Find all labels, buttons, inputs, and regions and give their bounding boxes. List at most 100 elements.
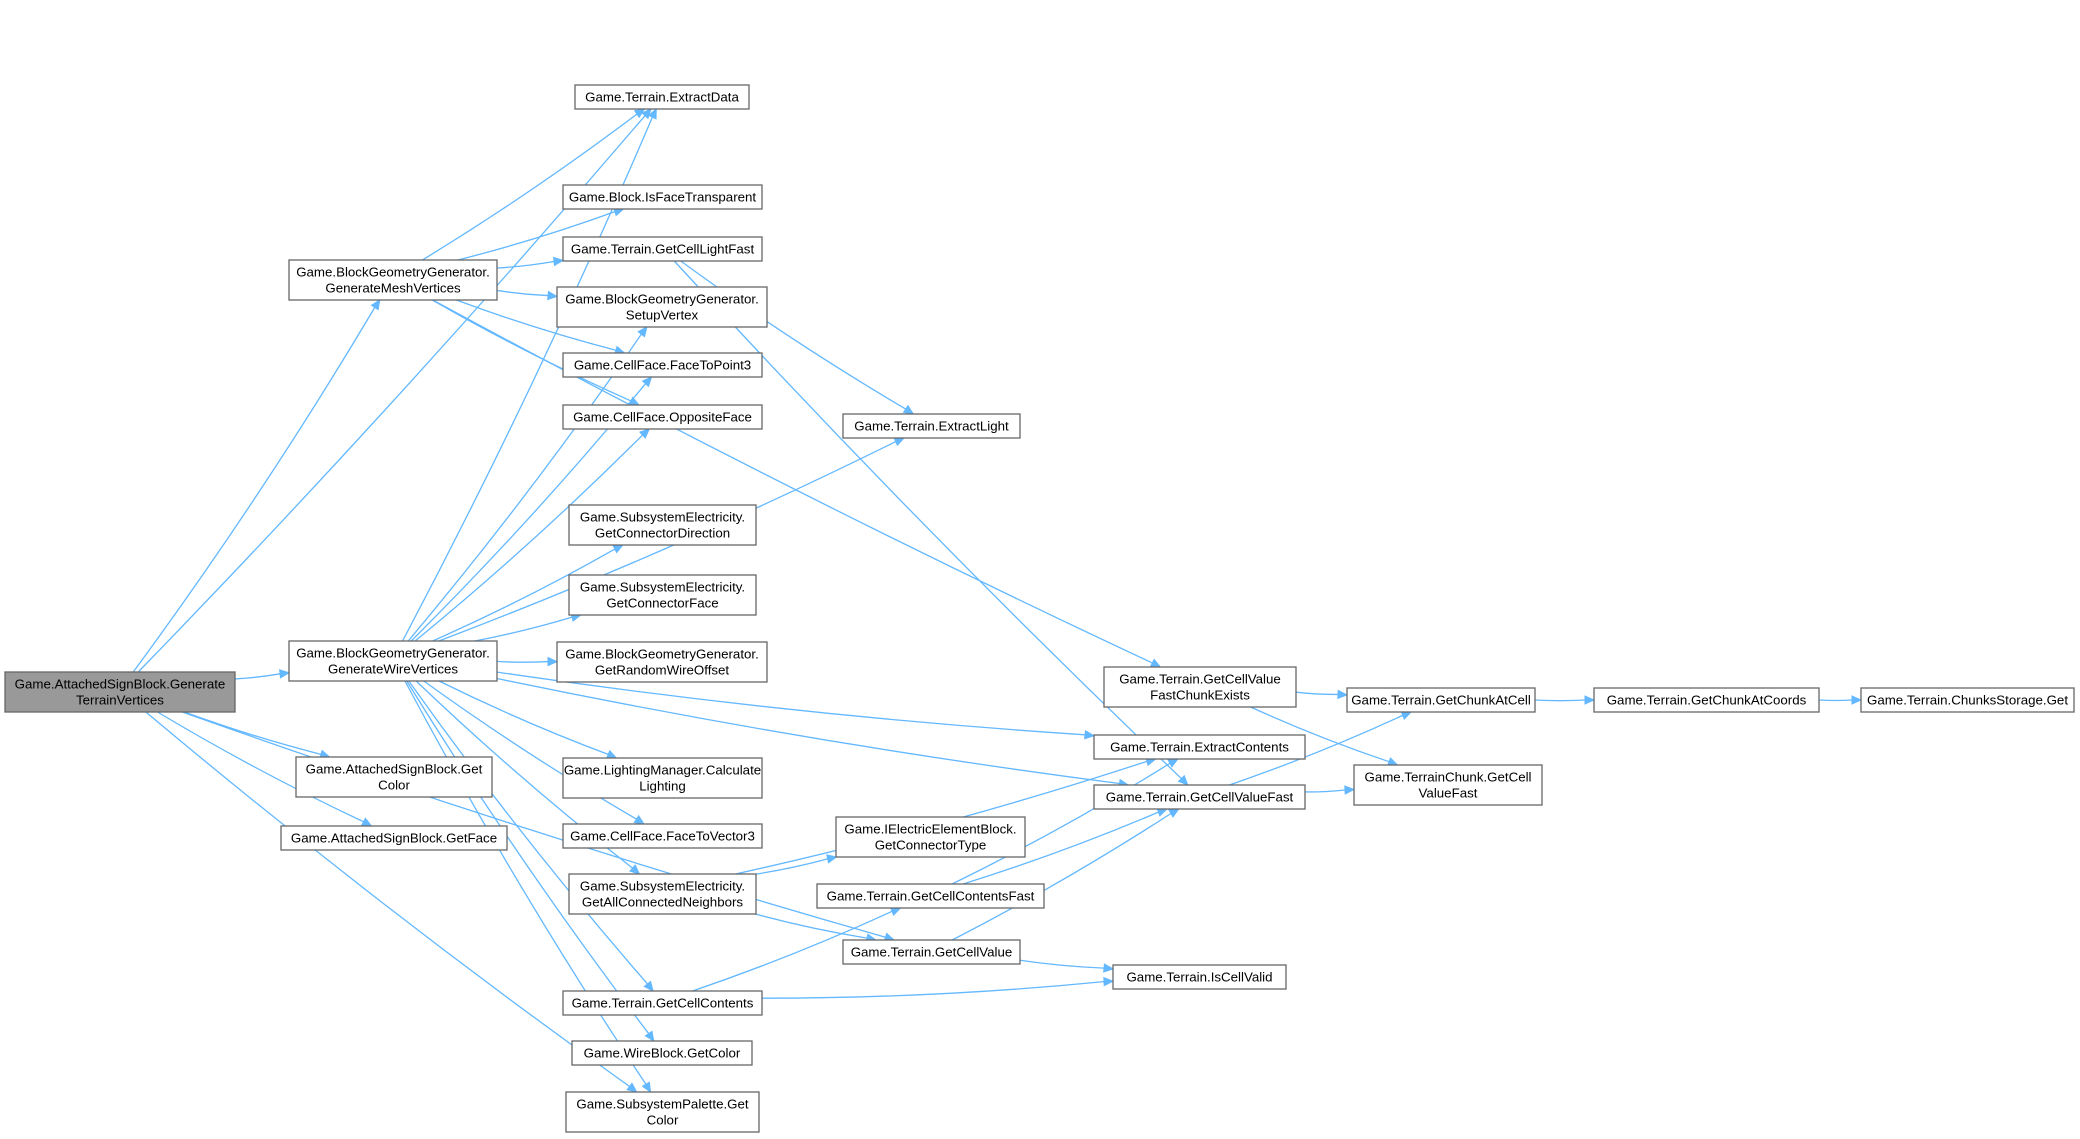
nodes-layer: Game.AttachedSignBlock.GenerateTerrainVe… [4, 84, 2075, 1133]
edge-root-to-gmv [132, 298, 381, 673]
node-getrandomwire[interactable]: Game.BlockGeometryGenerator.GetRandomWir… [556, 641, 768, 683]
node-facetopoint3[interactable]: Game.CellFace.FaceToPoint3 [562, 352, 763, 378]
node-getcolor_sign[interactable]: Game.AttachedSignBlock.GetColor [295, 756, 493, 798]
node-label-line: Game.Terrain.ExtractData [585, 90, 739, 105]
node-label-line: Game.Block.IsFaceTransparent [569, 190, 757, 205]
node-label-line: SetupVertex [626, 308, 699, 323]
node-label-line: Game.CellFace.FaceToPoint3 [574, 358, 751, 373]
edge-gwv-to-getcellcontents [408, 680, 654, 992]
node-label-line: GenerateMeshVertices [325, 281, 461, 296]
node-getface[interactable]: Game.AttachedSignBlock.GetFace [280, 825, 508, 851]
node-label-line: Color [378, 778, 410, 793]
node-iscellvalid[interactable]: Game.Terrain.IsCellValid [1112, 964, 1287, 990]
edge-gmv-to-getcelllightfast [496, 256, 565, 269]
node-extractcontents[interactable]: Game.Terrain.ExtractContents [1093, 734, 1306, 760]
edge-gwv-to-facetovector3 [423, 680, 646, 825]
node-isfacetransp[interactable]: Game.Block.IsFaceTransparent [562, 184, 763, 210]
node-label-line: Game.Terrain.GetChunkAtCoords [1607, 693, 1807, 708]
edge-getcellvaluefce-to-getchunkatcell [1295, 689, 1349, 700]
node-getallconn[interactable]: Game.SubsystemElectricity.GetAllConnecte… [568, 873, 757, 915]
node-label-line: GetConnectorFace [606, 596, 718, 611]
edge-getcellcontents-to-iscellvalid [761, 976, 1115, 999]
node-label-line: Game.Terrain.GetCellValueFast [1106, 790, 1294, 805]
node-chunkgetcellvaluefast[interactable]: Game.TerrainChunk.GetCellValueFast [1353, 764, 1543, 806]
node-label-line: GetConnectorType [875, 838, 987, 853]
node-label-line: Game.SubsystemElectricity. [580, 879, 745, 894]
node-wiregetcolor[interactable]: Game.WireBlock.GetColor [571, 1040, 753, 1066]
node-label-line: Game.BlockGeometryGenerator. [565, 647, 759, 662]
node-label-line: Game.Terrain.GetCellValue [851, 945, 1013, 960]
edge-gmv-to-extractdata [422, 108, 646, 261]
node-setupvertex[interactable]: Game.BlockGeometryGenerator.SetupVertex [556, 286, 768, 328]
node-getcellcontents[interactable]: Game.Terrain.GetCellContents [562, 990, 763, 1016]
edge-gmv-to-getcellvaluefce [432, 299, 1162, 668]
node-getcelllightfast[interactable]: Game.Terrain.GetCellLightFast [562, 236, 763, 262]
edge-root-to-gwv [234, 669, 291, 680]
edge-getcellvaluefast-to-chunkgetcellvaluefast [1304, 785, 1356, 795]
node-label-line: Game.IElectricElementBlock. [844, 822, 1016, 837]
edge-getallconn-to-getcellvalue [755, 913, 878, 943]
node-extractlight[interactable]: Game.Terrain.ExtractLight [842, 413, 1021, 439]
node-label-line: Game.Terrain.ExtractLight [854, 419, 1009, 434]
node-label-line: Game.Terrain.GetCellLightFast [571, 242, 755, 257]
node-getconntype[interactable]: Game.IElectricElementBlock.GetConnectorT… [835, 816, 1026, 858]
node-extractdata[interactable]: Game.Terrain.ExtractData [574, 84, 750, 110]
node-label-line: Game.AttachedSignBlock.Get [306, 762, 483, 777]
node-label-line: Game.BlockGeometryGenerator. [296, 646, 490, 661]
node-label-line: GenerateWireVertices [328, 662, 458, 677]
node-root[interactable]: Game.AttachedSignBlock.GenerateTerrainVe… [4, 671, 236, 713]
node-label-line: Game.BlockGeometryGenerator. [565, 292, 759, 307]
edge-gwv-to-getconnface [474, 612, 583, 642]
node-getcellcontentsfast[interactable]: Game.Terrain.GetCellContentsFast [816, 883, 1045, 909]
node-label-line: Game.SubsystemPalette.Get [576, 1097, 749, 1112]
node-label-line: Game.LightingManager.Calculate [564, 763, 761, 778]
node-label-line: Game.Terrain.IsCellValid [1126, 970, 1272, 985]
node-label-line: Game.Terrain.GetCellContents [572, 996, 754, 1011]
edge-gwv-to-extractcontents [496, 671, 1096, 740]
node-label-line: Game.Terrain.ExtractContents [1110, 740, 1289, 755]
node-getchunkatcell[interactable]: Game.Terrain.GetChunkAtCell [1346, 687, 1536, 713]
edge-getcelllightfast-to-extractlight [680, 260, 915, 415]
node-chunksstorageget[interactable]: Game.Terrain.ChunksStorage.Get [1860, 687, 2075, 713]
node-label-line: Game.Terrain.GetChunkAtCell [1351, 693, 1531, 708]
edge-gmv-to-facetopoint3 [456, 299, 626, 355]
node-label-line: Game.Terrain.GetCellValue [1119, 672, 1281, 687]
edge-gwv-to-palettegetcolor [404, 680, 652, 1094]
node-label-line: GetAllConnectedNeighbors [582, 895, 743, 910]
node-getconndir[interactable]: Game.SubsystemElectricity.GetConnectorDi… [568, 504, 757, 546]
node-label-line: Game.AttachedSignBlock.Generate [15, 677, 226, 692]
edge-gwv-to-calclighting [438, 680, 618, 759]
node-label-line: Game.Terrain.ChunksStorage.Get [1867, 693, 2068, 708]
node-label-line: Game.WireBlock.GetColor [584, 1046, 741, 1061]
node-palettegetcolor[interactable]: Game.SubsystemPalette.GetColor [565, 1091, 760, 1133]
node-getchunkatcoords[interactable]: Game.Terrain.GetChunkAtCoords [1593, 687, 1820, 713]
node-facetovector3[interactable]: Game.CellFace.FaceToVector3 [562, 823, 763, 849]
edge-getchunkatcell-to-getchunkatcoords [1534, 695, 1596, 705]
edge-gmv-to-setupvertex [496, 289, 559, 301]
node-oppositeface[interactable]: Game.CellFace.OppositeFace [562, 404, 763, 430]
edge-root-to-getcolor_sign [184, 711, 331, 759]
node-getconnface[interactable]: Game.SubsystemElectricity.GetConnectorFa… [568, 574, 757, 616]
node-getcellvalue[interactable]: Game.Terrain.GetCellValue [842, 939, 1021, 965]
node-label-line: TerrainVertices [76, 693, 164, 708]
node-gwv[interactable]: Game.BlockGeometryGenerator.GenerateWire… [288, 640, 498, 682]
node-label-line: Game.Terrain.GetCellContentsFast [827, 889, 1035, 904]
edge-getcellvalue-to-iscellvalid [1019, 959, 1115, 973]
node-label-line: Game.BlockGeometryGenerator. [296, 265, 490, 280]
edge-root-to-palettegetcolor [145, 711, 638, 1093]
node-gmv[interactable]: Game.BlockGeometryGenerator.GenerateMesh… [288, 259, 498, 301]
node-label-line: FastChunkExists [1150, 688, 1250, 703]
node-label-line: ValueFast [1419, 786, 1478, 801]
edge-gwv-to-oppositeface [414, 428, 651, 642]
node-label-line: Game.TerrainChunk.GetCell [1364, 770, 1531, 785]
node-getcellvaluefast[interactable]: Game.Terrain.GetCellValueFast [1093, 784, 1306, 810]
node-label-line: Color [647, 1113, 679, 1128]
node-label-line: Lighting [639, 779, 686, 794]
edge-gwv-to-wiregetcolor [406, 680, 655, 1043]
node-label-line: Game.CellFace.FaceToVector3 [570, 829, 755, 844]
node-label-line: GetConnectorDirection [595, 526, 730, 541]
edge-getallconn-to-getconntype [755, 854, 838, 875]
